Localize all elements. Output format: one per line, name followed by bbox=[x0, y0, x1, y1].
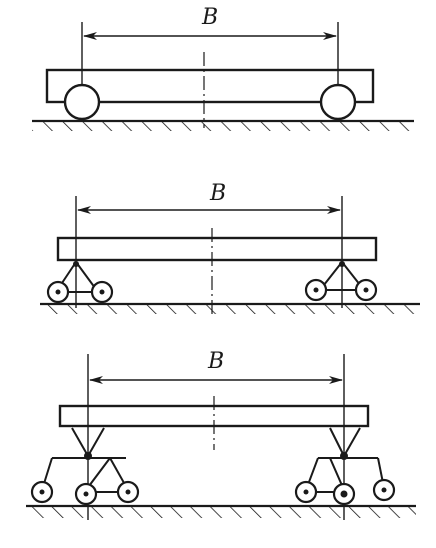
dimension-label: B bbox=[207, 349, 224, 374]
bogie-right bbox=[304, 261, 378, 302]
vehicle-frame bbox=[45, 68, 375, 104]
vehicle-frame bbox=[58, 404, 370, 428]
figure-2: B bbox=[40, 181, 420, 314]
dimension-label: B bbox=[209, 181, 226, 206]
bogie-left bbox=[30, 427, 140, 506]
bogie-left bbox=[46, 261, 114, 304]
ground-hatching bbox=[26, 506, 416, 518]
dimension-label: B bbox=[201, 5, 218, 30]
vehicle-frame bbox=[56, 236, 378, 262]
wheel-left bbox=[63, 83, 101, 121]
ground-hatching bbox=[32, 121, 414, 131]
figure-3: B bbox=[26, 349, 416, 520]
ground-hatching bbox=[40, 304, 420, 314]
figure-1: B bbox=[32, 5, 414, 131]
wheel-right bbox=[319, 83, 357, 121]
bogie-right bbox=[294, 427, 396, 506]
